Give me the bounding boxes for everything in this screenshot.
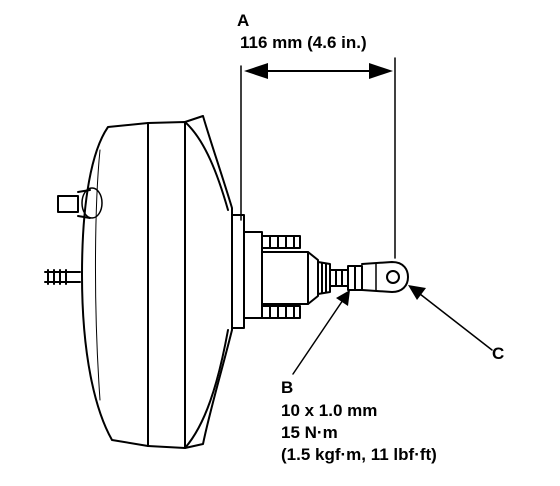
mounting-stud-lower (261, 305, 301, 319)
dimension-arrowhead-left (244, 63, 268, 79)
pushrod-clevis (361, 261, 409, 293)
dimension-arrowhead-right (369, 63, 393, 79)
leader-arrowhead-c (408, 285, 426, 300)
callout-b-torque-alt: (1.5 kgf·m, 11 lbf·ft) (281, 445, 437, 464)
pushrod-locknut (347, 265, 363, 291)
booster-hub (231, 214, 263, 329)
callout-c-letter: C (492, 344, 505, 363)
leader-line-c (419, 293, 493, 351)
mounting-stud-left (44, 269, 81, 285)
booster-housing (44, 115, 233, 449)
pushrod-housing (261, 251, 331, 305)
callout-b-torque: 15 N·m (281, 423, 338, 442)
mounting-stud-upper (261, 235, 301, 249)
leader-line-b (292, 299, 344, 375)
leader-arrowhead-b (336, 290, 350, 306)
callout-b-bolt-size: 10 x 1.0 mm (281, 401, 378, 420)
callout-b-letter: B (281, 378, 294, 397)
vacuum-port-hose-end (81, 187, 103, 219)
pushrod (329, 269, 349, 287)
callout-a-dimension: 116 mm (4.6 in.) (240, 33, 367, 52)
callout-a-letter: A (237, 11, 250, 30)
